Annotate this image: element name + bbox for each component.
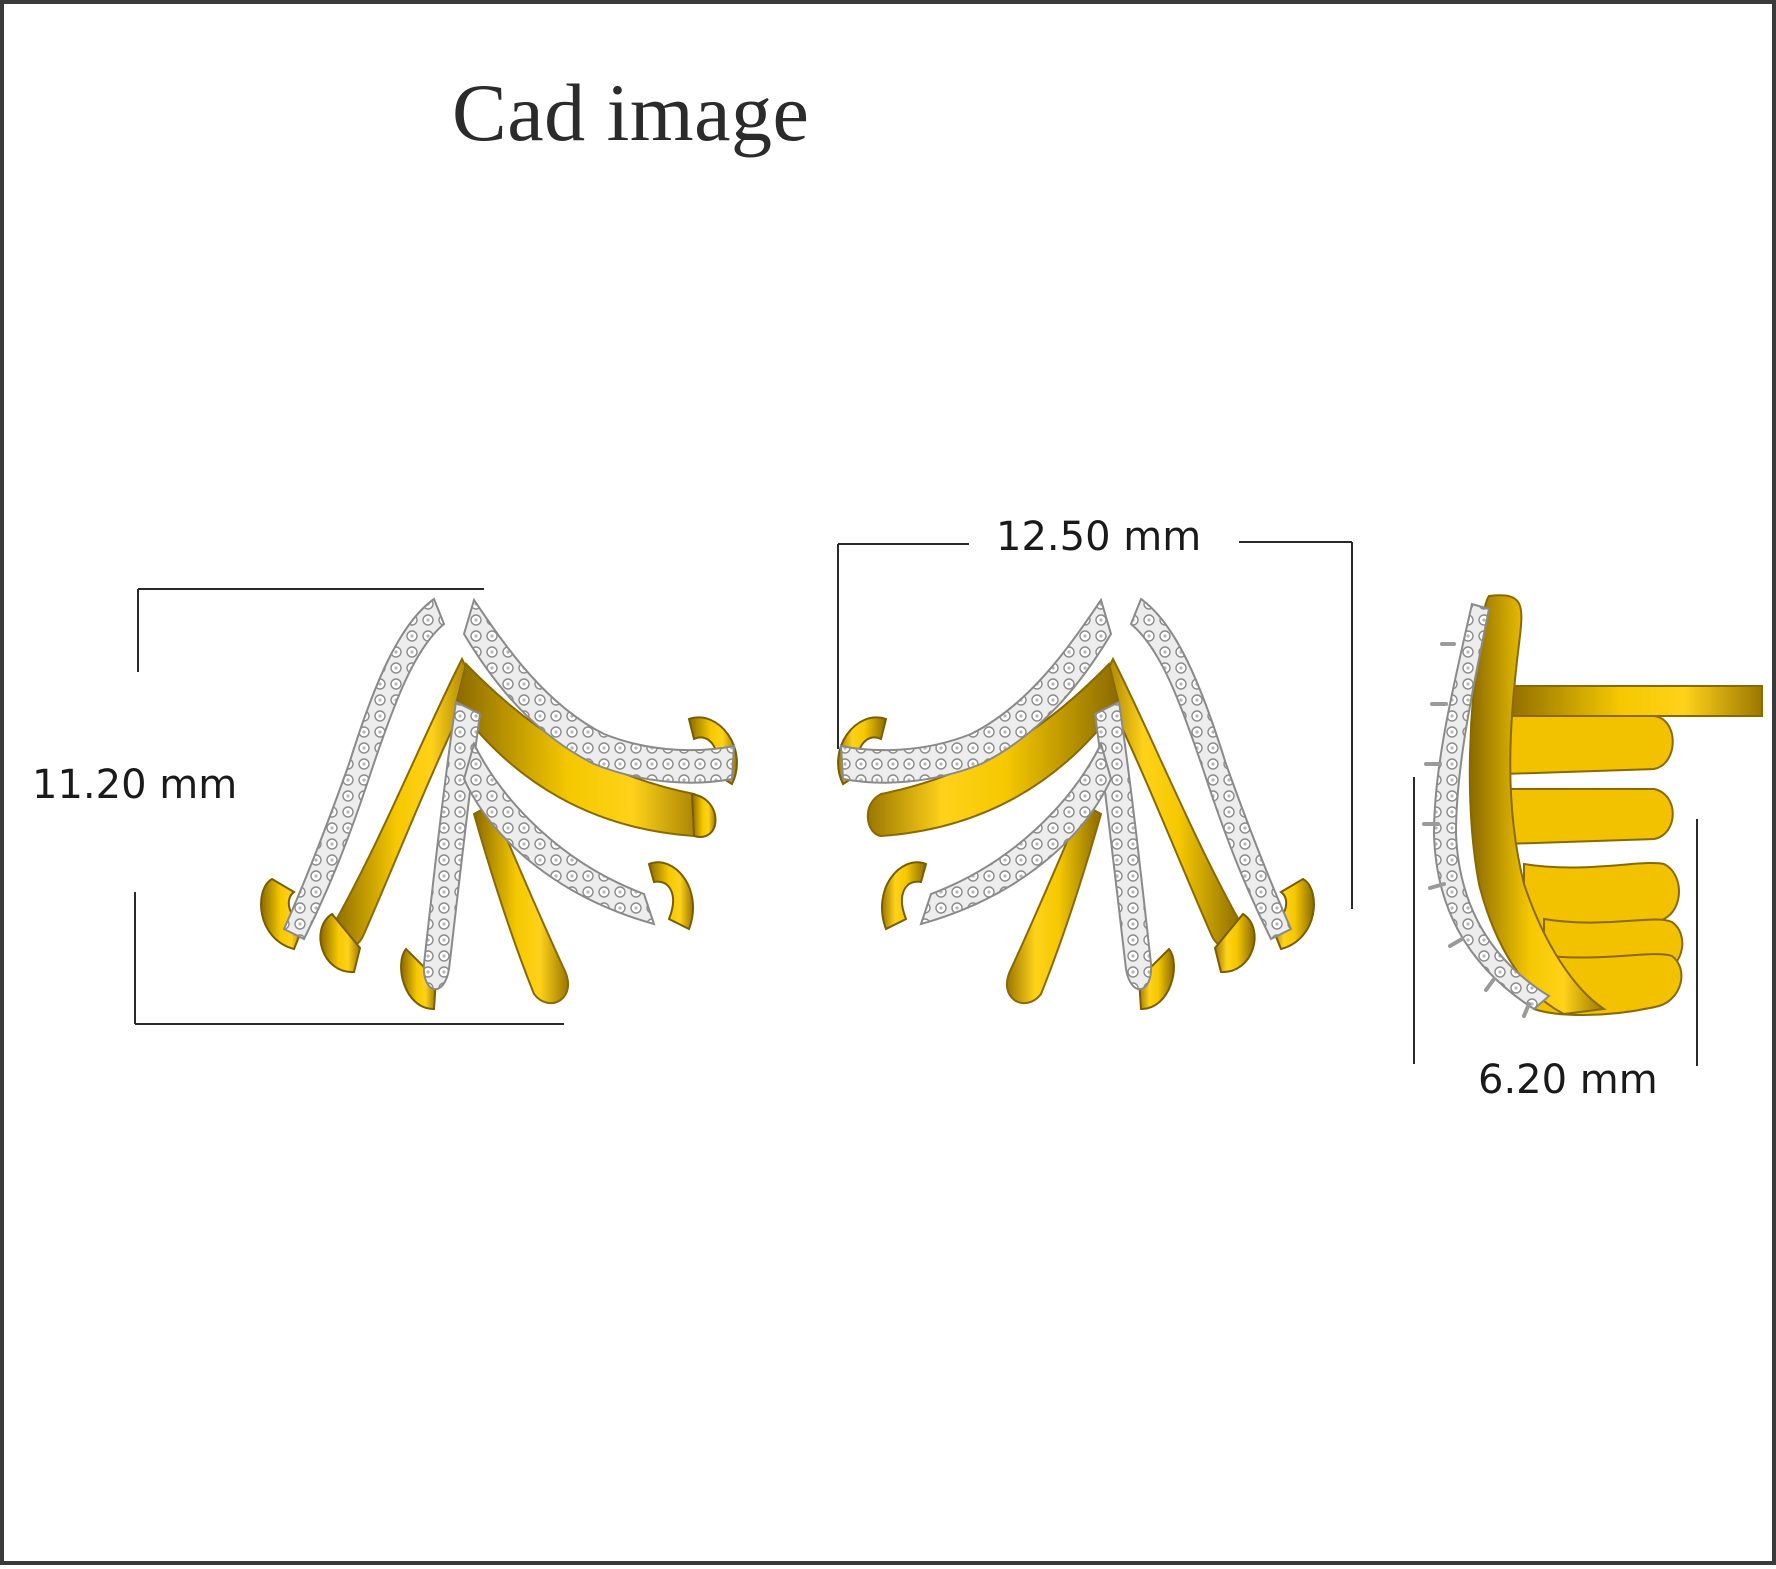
earring-post: [1503, 685, 1763, 717]
side-prongs: [1422, 642, 1531, 1018]
side-gold-ribs: [1503, 715, 1684, 1016]
front-view-earring: [134, 588, 738, 1025]
back-view-earring: [837, 541, 1353, 1011]
height-dimension-lines: [134, 588, 564, 1025]
back-white-gold-bands: [839, 597, 1293, 990]
front-white-gold-bands: [282, 597, 736, 990]
depth-dimension-lines: [1413, 777, 1698, 1066]
cad-drawing: [134, 541, 1763, 1066]
depth-dimension-label: 6.20 mm: [1478, 1057, 1658, 1103]
width-dimension-label: 12.50 mm: [996, 514, 1202, 560]
back-gold-tips: [837, 716, 1315, 1011]
side-view-earring: [1413, 594, 1763, 1066]
width-dimension-lines: [837, 541, 1353, 909]
page-title: Cad image: [452, 67, 810, 158]
height-dimension-label: 11.20 mm: [32, 762, 238, 808]
